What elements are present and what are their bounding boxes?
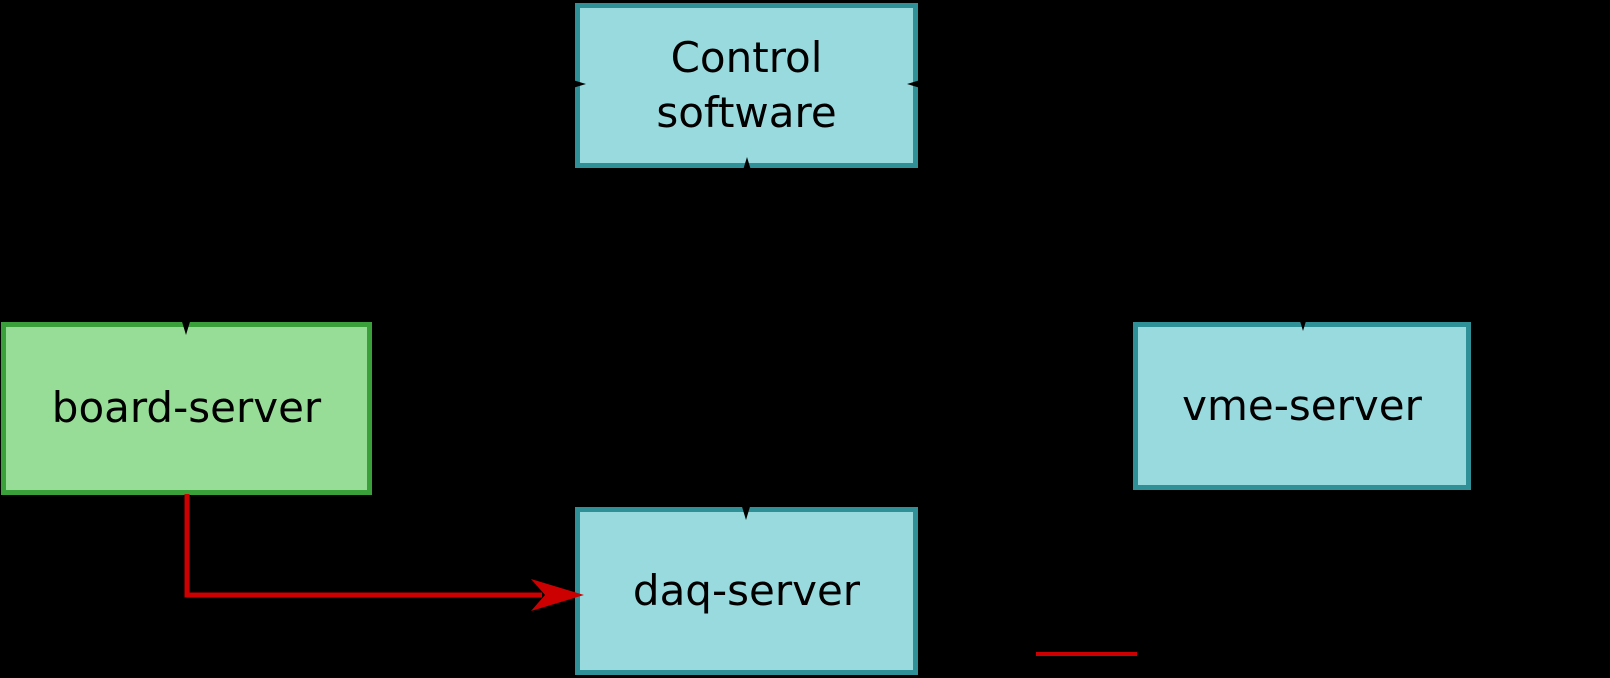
- node-vme-server: vme-server: [1133, 322, 1471, 490]
- node-daq-server: daq-server: [575, 507, 918, 675]
- node-label-vme-server: vme-server: [1182, 380, 1422, 430]
- edge-board-to-daq: [184, 494, 542, 598]
- node-label-daq-server: daq-server: [632, 565, 861, 615]
- node-board-server: board-server: [1, 322, 372, 495]
- node-label-control-software: Control software: [656, 32, 837, 137]
- node-label-board-server: board-server: [51, 383, 322, 433]
- node-control-software: Control software: [575, 3, 918, 168]
